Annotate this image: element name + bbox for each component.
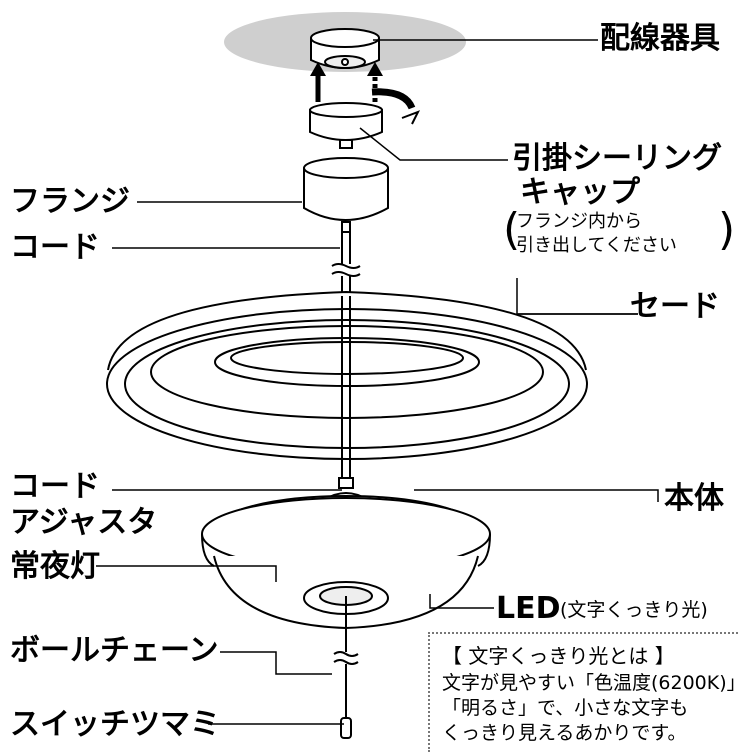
label-shade: セード — [630, 289, 720, 324]
label-flange: フランジ — [10, 184, 130, 219]
note-line-1: 文字が見やすい「色温度(6200K)」 — [442, 672, 740, 694]
label-cord: コード — [10, 230, 100, 265]
label-led: LED — [496, 591, 561, 626]
note-line-3: くっきり見えるあかりです。 — [442, 722, 687, 744]
label-ceiling-cap-line1: 引掛シーリング — [512, 141, 722, 176]
label-ball-chain: ボールチェーン — [10, 633, 219, 668]
label-ceiling-cap-note1: フランジ内から — [516, 211, 642, 232]
note-line-2: 「明るさ」で、小さな文字も — [442, 697, 689, 719]
label-body: 本体 — [664, 481, 724, 516]
wiring-fixture — [310, 28, 380, 69]
label-cord-adjuster-line2: アジャスタ — [10, 505, 158, 540]
note-box — [428, 632, 738, 752]
flange — [303, 157, 389, 233]
cord-mid — [341, 296, 351, 478]
label-ceiling-cap-line2: キャップ — [520, 175, 640, 210]
note-close-paren: ) — [718, 204, 736, 255]
label-cord-adjuster-line1: コード — [10, 469, 100, 504]
label-wiring-fixture: 配線器具 — [600, 21, 720, 56]
shade — [106, 290, 588, 460]
cord-top — [331, 232, 361, 300]
leader-lines — [96, 39, 659, 725]
note-title: 【 文字くっきり光とは 】 — [442, 644, 675, 668]
label-night-light: 常夜灯 — [10, 549, 100, 584]
rotate-arrow — [371, 88, 416, 110]
note-open-paren: ( — [503, 204, 521, 255]
label-led-note: (文字くっきり光) — [560, 599, 708, 621]
label-switch-knob: スイッチツマミ — [10, 707, 220, 742]
ceiling-cap — [309, 102, 383, 149]
ball-chain — [333, 596, 359, 739]
label-ceiling-cap-note2: 引き出してください — [516, 235, 677, 256]
insert-arrows — [310, 62, 383, 102]
